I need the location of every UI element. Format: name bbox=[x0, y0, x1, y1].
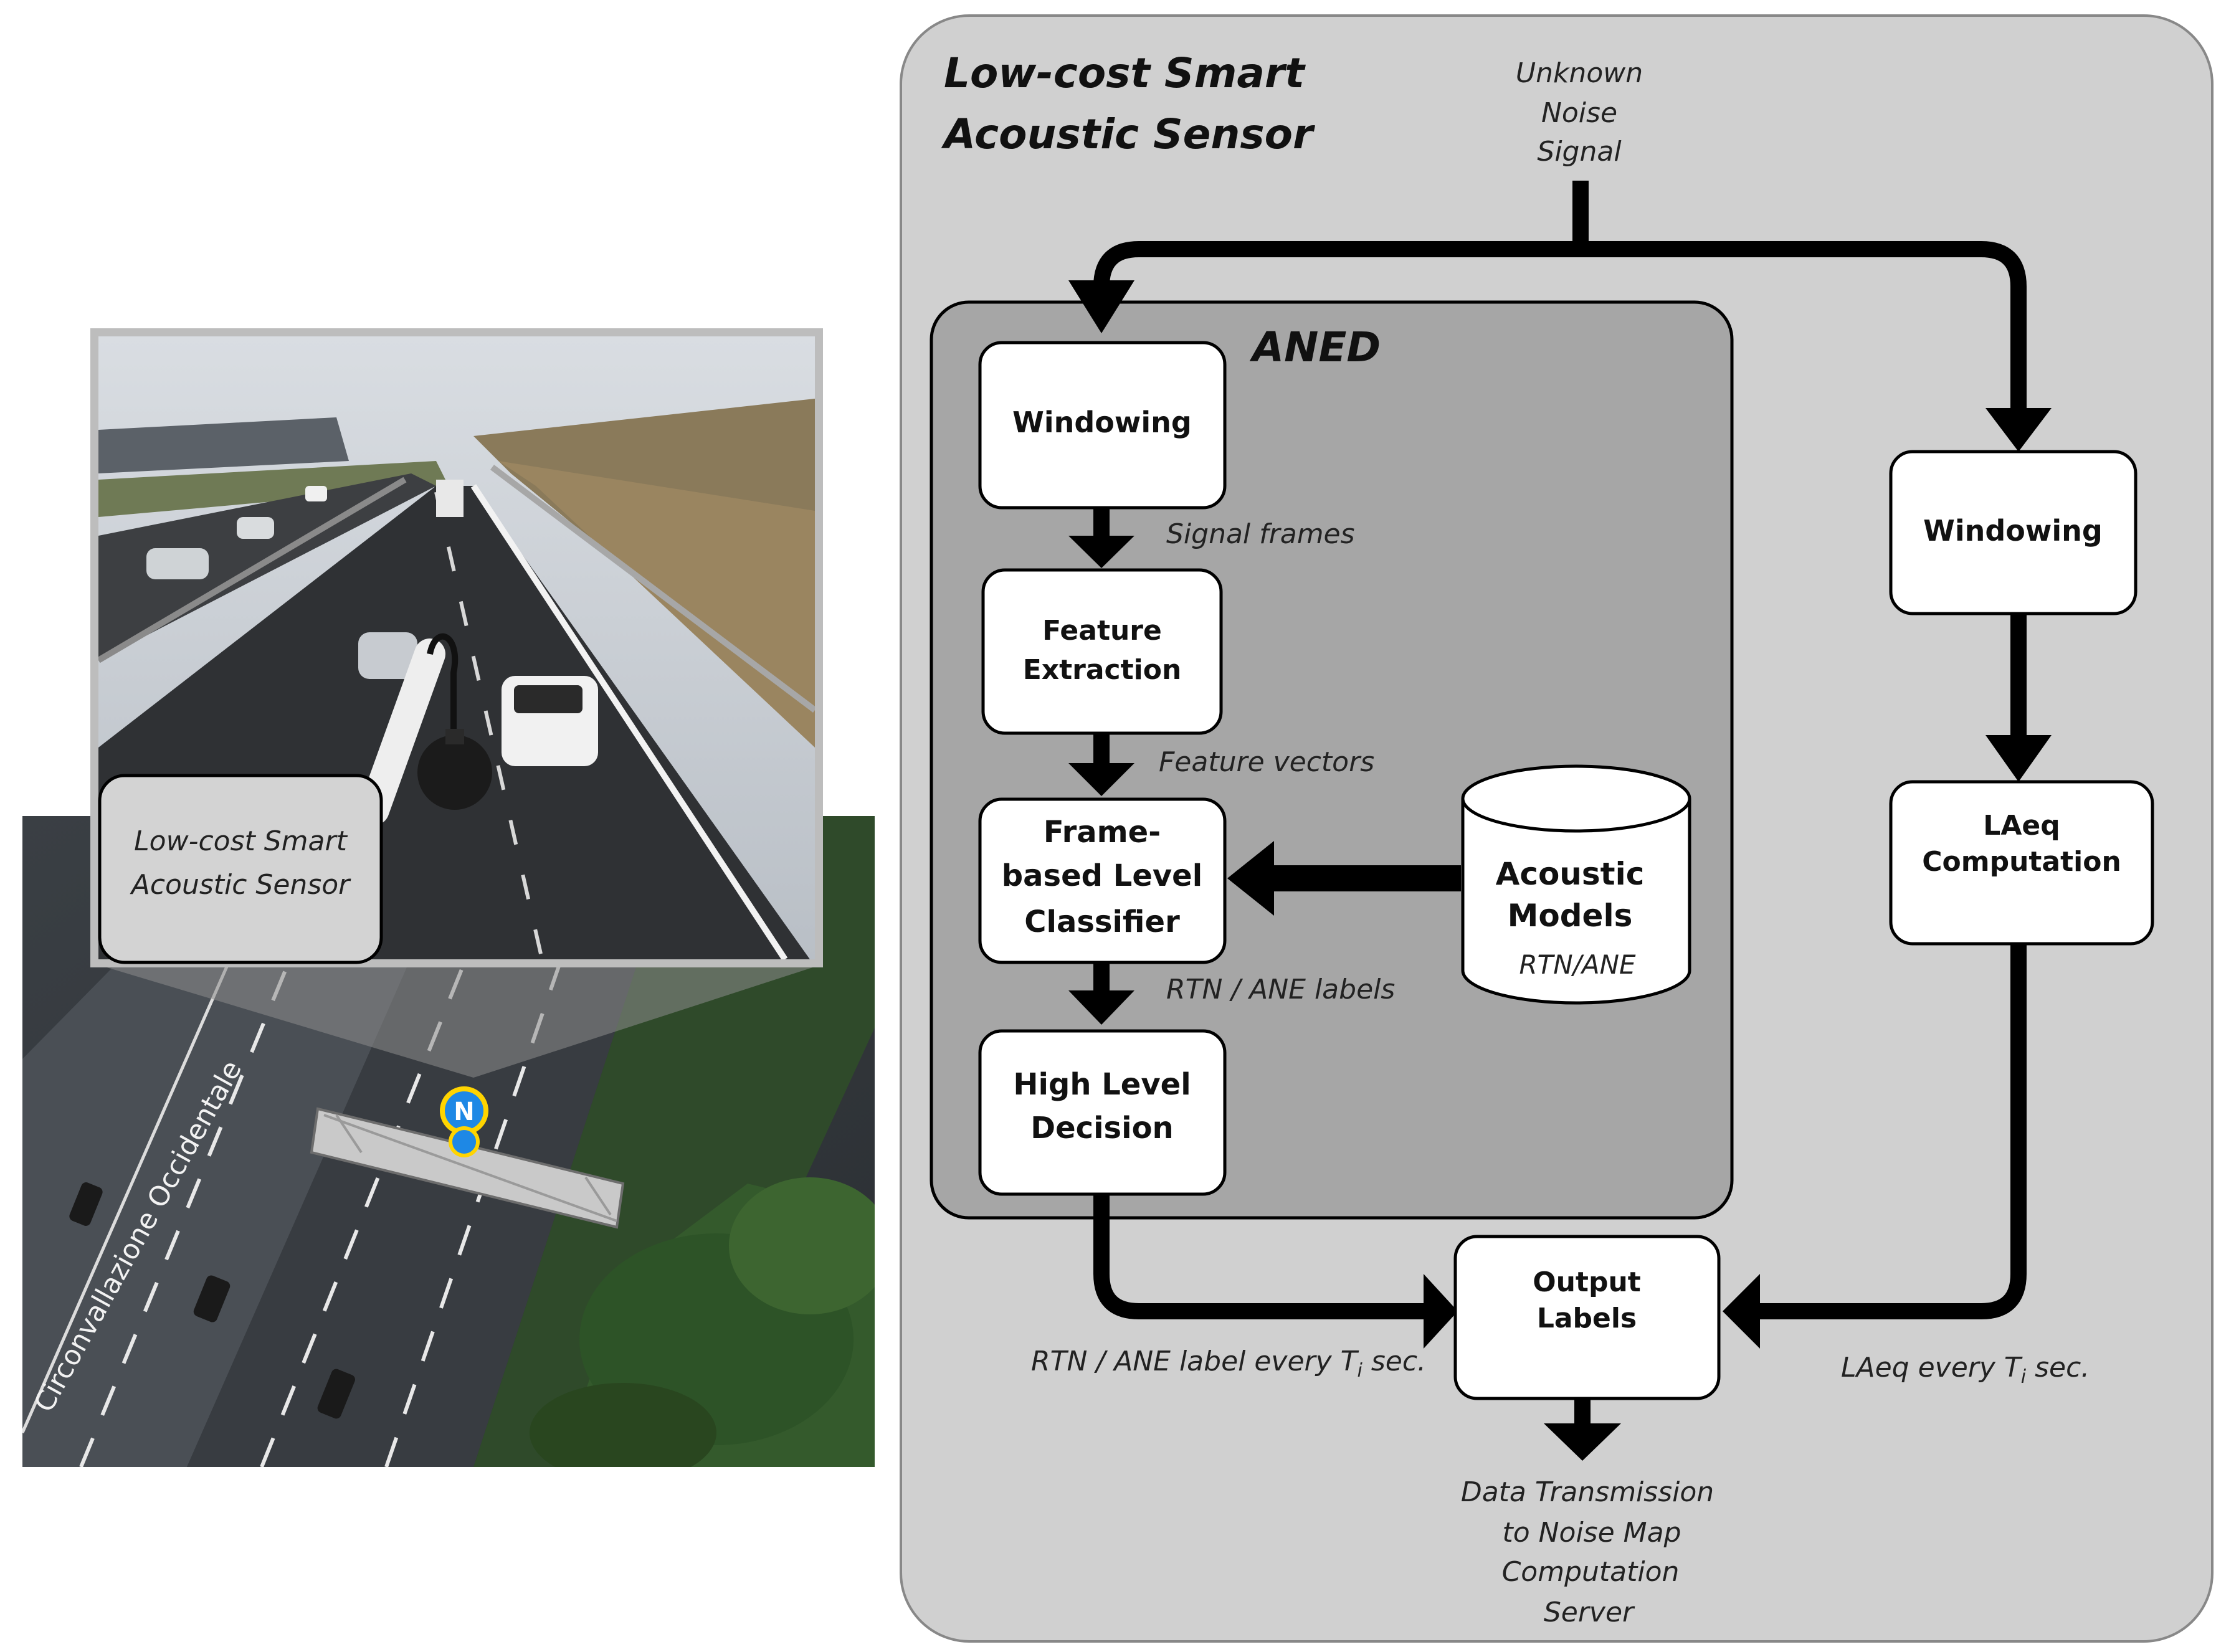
svg-text:Data Transmission: Data Transmission bbox=[1461, 1476, 1714, 1508]
high-level-decision-box: High Level Decision bbox=[978, 1029, 1227, 1196]
svg-text:Unknown: Unknown bbox=[1516, 57, 1643, 89]
svg-text:Classifier: Classifier bbox=[1024, 904, 1180, 939]
svg-text:Feature: Feature bbox=[1042, 615, 1162, 647]
svg-text:Computation: Computation bbox=[1502, 1556, 1680, 1588]
windowing-box: Windowing bbox=[978, 341, 1227, 510]
output-labels-box: Output Labels bbox=[1453, 1235, 1721, 1400]
svg-text:to Noise Map: to Noise Map bbox=[1502, 1517, 1681, 1549]
svg-text:Signal: Signal bbox=[1537, 136, 1622, 168]
road-photo: Low-cost Smart Acoustic Sensor bbox=[90, 328, 823, 967]
panel-title-line-2: Acoustic Sensor bbox=[941, 110, 1315, 158]
panel-title-line-1: Low-cost Smart bbox=[944, 49, 1306, 97]
svg-text:RTN/ANE: RTN/ANE bbox=[1519, 949, 1636, 980]
svg-text:Frame-: Frame- bbox=[1044, 815, 1161, 850]
laeq-every-label: LAeq every Ti sec. bbox=[1841, 1352, 2090, 1388]
svg-text:Acoustic: Acoustic bbox=[1496, 856, 1645, 892]
svg-text:Noise: Noise bbox=[1541, 97, 1617, 129]
sensor-location-marker: N bbox=[440, 1086, 488, 1157]
rtn-ane-every-label: RTN / ANE label every Ti sec. bbox=[1031, 1346, 1426, 1382]
zoom-wedge bbox=[97, 964, 822, 1078]
svg-text:Server: Server bbox=[1544, 1597, 1635, 1628]
sensor-callout-line-2: Acoustic Sensor bbox=[130, 869, 351, 901]
marker-letter: N bbox=[454, 1098, 474, 1126]
svg-text:Labels: Labels bbox=[1537, 1303, 1637, 1334]
svg-text:Extraction: Extraction bbox=[1023, 654, 1182, 686]
sensor-callout: Low-cost Smart Acoustic Sensor bbox=[98, 774, 383, 964]
rtn-ane-labels-label: RTN / ANE labels bbox=[1166, 974, 1395, 1005]
signal-frames-label: Signal frames bbox=[1166, 518, 1355, 550]
svg-text:based Level: based Level bbox=[1002, 858, 1202, 893]
svg-text:Decision: Decision bbox=[1030, 1111, 1173, 1146]
frame-classifier-box: Frame- based Level Classifier bbox=[978, 797, 1227, 964]
svg-text:High Level: High Level bbox=[1013, 1067, 1191, 1102]
sensor-callout-line-1: Low-cost Smart bbox=[134, 825, 348, 857]
sensor-diagram: Low-cost Smart Acoustic Sensor Unknown N… bbox=[900, 14, 2214, 1643]
feature-vectors-label: Feature vectors bbox=[1159, 746, 1374, 778]
acoustic-models-cylinder: Acoustic Models RTN/ANE bbox=[1461, 764, 1691, 1005]
svg-text:Output: Output bbox=[1533, 1266, 1641, 1298]
svg-text:Computation: Computation bbox=[1922, 846, 2121, 878]
laeq-computation-box: LAeq Computation bbox=[1889, 780, 2154, 946]
svg-text:Models: Models bbox=[1508, 898, 1633, 934]
flow-arrows bbox=[1068, 181, 2052, 1461]
aned-title: ANED bbox=[1249, 323, 1381, 371]
svg-text:Windowing: Windowing bbox=[1923, 514, 2103, 548]
input-signal-label: Unknown Noise Signal bbox=[1516, 57, 1643, 168]
svg-text:LAeq: LAeq bbox=[1983, 810, 2060, 842]
data-transmission-label: Data Transmission to Noise Map Computati… bbox=[1461, 1476, 1714, 1628]
windowing-box-right: Windowing bbox=[1889, 450, 2138, 615]
feature-extraction-box: Feature Extraction bbox=[981, 568, 1223, 735]
svg-text:Windowing: Windowing bbox=[1012, 406, 1192, 439]
